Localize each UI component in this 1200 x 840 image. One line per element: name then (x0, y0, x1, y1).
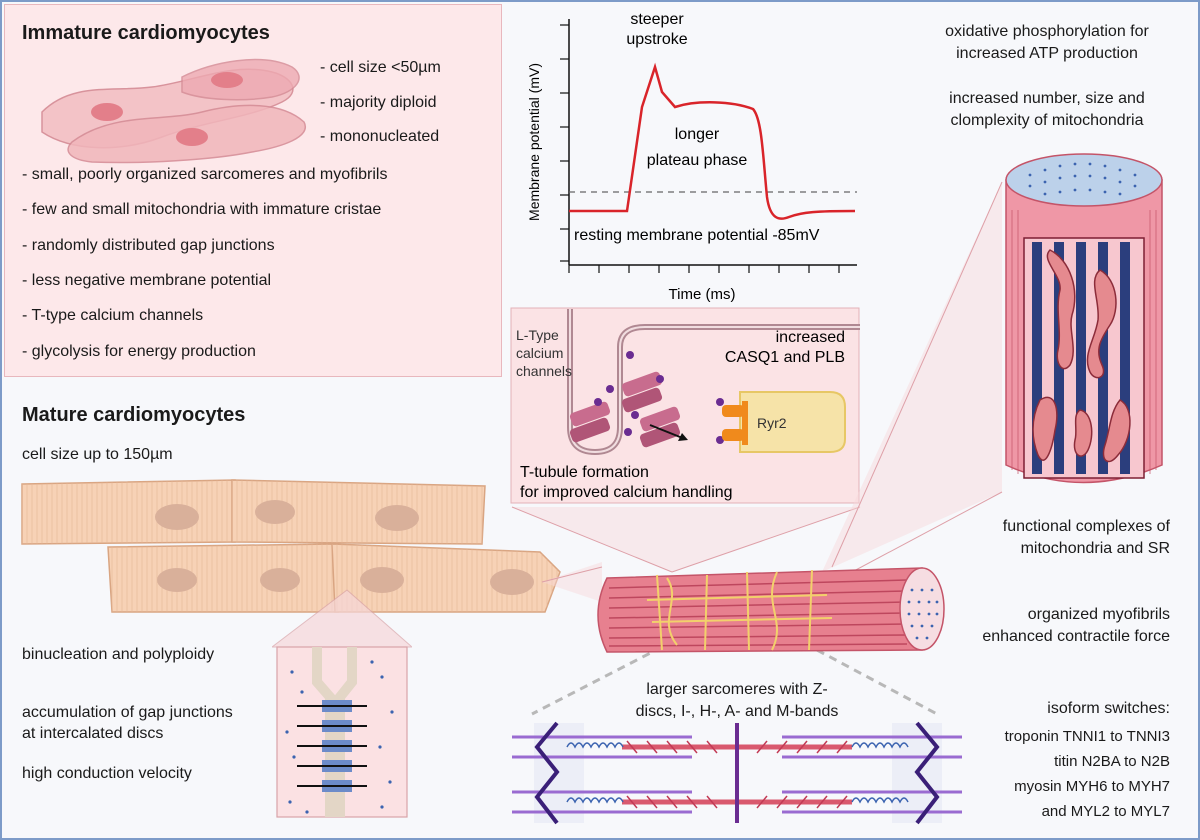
casq-label-2: CASQ1 and PLB (725, 349, 845, 366)
muscle-fiber-cross-section (899, 567, 945, 651)
muscle-fiber-illustration (597, 567, 945, 653)
immature-feature-6: - glycolysis for energy production (22, 343, 256, 360)
nucleus (360, 567, 404, 593)
isoform-item: myosin MYH6 to MYH7 (1014, 778, 1170, 795)
immature-feature-1: - small, poorly organized sarcomeres and… (22, 166, 388, 183)
ltype-label-3: channels (516, 363, 572, 379)
nucleus (157, 568, 197, 592)
ttubule-label-2: for improved calcium handling (520, 484, 733, 501)
mito-number-label-2: clomplexity of mitochondria (950, 112, 1144, 129)
sarcomere-label-2: discs, I-, H-, A- and M-bands (635, 703, 839, 720)
ltype-label-2: calcium (516, 345, 563, 361)
ap-resting: resting membrane potential -85mV (574, 227, 820, 244)
nucleus (211, 72, 243, 88)
mature-conduction: high conduction velocity (22, 765, 192, 782)
t-tubule-network (646, 569, 833, 651)
isoform-item: titin N2BA to N2B (1054, 753, 1170, 770)
nucleus (91, 103, 123, 121)
oxphos-label-2: increased ATP production (956, 45, 1138, 62)
sarcoplasmic-reticulum (739, 391, 846, 453)
immature-prop-1: - cell size <50µm (320, 59, 441, 76)
titin-springs (566, 742, 909, 804)
ap-plateau-1: longer (675, 126, 720, 143)
nucleus (155, 504, 199, 530)
myofibrils-label-2: enhanced contractile force (982, 628, 1170, 645)
isoform-item: troponin TNNI1 to TNNI3 (1004, 728, 1170, 745)
mito-number-label-1: increased number, size and (949, 90, 1145, 107)
l-type-channel (621, 371, 663, 397)
ttubule-label-1: T-tubule formation (520, 464, 649, 481)
l-type-channel (569, 401, 611, 427)
immature-feature-5: - T-type calcium channels (22, 307, 204, 324)
immature-title: Immature cardiomyocytes (22, 22, 270, 44)
immature-feature-3: - randomly distributed gap junctions (22, 237, 275, 254)
z-disc-right (914, 721, 940, 825)
isoforms-list: troponin TNNI1 to TNNI3 titin N2BA to N2… (1005, 724, 1170, 824)
ap-ylabel: Membrane potential (mV) (526, 63, 542, 221)
ltype-label-1: L-Type (516, 327, 559, 343)
action-potential-curve (569, 62, 856, 220)
mature-cells-illustration (21, 479, 561, 613)
oxphos-label-1: oxidative phosphorylation for (945, 23, 1149, 40)
cylinder-top-face (1005, 153, 1163, 207)
complexes-label-1: functional complexes of (1002, 518, 1170, 535)
mature-cell-size: cell size up to 150µm (22, 446, 173, 463)
z-disc-left (534, 721, 560, 825)
mature-gap-junctions-1: accumulation of gap junctions (22, 704, 233, 721)
ap-xlabel: Time (ms) (669, 286, 736, 303)
ryr2-label: Ryr2 (757, 415, 787, 431)
nucleus (176, 128, 208, 146)
complexes-label-2: mitochondria and SR (1020, 540, 1170, 557)
ryr2-channel (722, 405, 744, 417)
sarcomere-label-1: larger sarcomeres with Z- (646, 681, 828, 698)
ap-upstroke-2: upstroke (626, 31, 687, 48)
nucleus (375, 505, 419, 531)
nucleus (255, 500, 295, 524)
nucleus (490, 569, 534, 595)
gap-junction-zoom (272, 589, 412, 818)
sarcomere-diagram (512, 721, 962, 825)
ap-upstroke-1: steeper (630, 11, 684, 28)
nucleus (260, 568, 300, 592)
immature-feature-2: - few and small mitochondria with immatu… (22, 201, 382, 218)
action-potential-graph: Membrane potential (mV) Time (ms) steepe… (526, 11, 857, 303)
casq-label-1: increased (776, 329, 845, 346)
myofibrils-label-1: organized myofibrils (1027, 606, 1170, 623)
mature-binucleation: binucleation and polyploidy (22, 646, 215, 663)
immature-cells-illustration (41, 58, 307, 164)
mitochondrion (1032, 249, 1131, 463)
mature-title: Mature cardiomyocytes (22, 404, 246, 426)
ap-plateau-2: plateau phase (647, 152, 748, 169)
muscle-fiber-body (597, 567, 923, 653)
isoform-item: and MYL2 to MYL7 (1041, 803, 1170, 820)
mature-gap-junctions-2: at intercalated discs (22, 725, 164, 742)
isoforms-title: isoform switches: (1047, 700, 1170, 717)
calcium-handling-panel: L-Type calcium channels increased CASQ1 … (510, 307, 860, 504)
mitochondria-cylinder (1005, 153, 1163, 484)
immature-feature-4: - less negative membrane potential (22, 272, 272, 289)
immature-prop-2: - majority diploid (320, 94, 437, 111)
immature-prop-3: - mononucleated (320, 128, 440, 145)
